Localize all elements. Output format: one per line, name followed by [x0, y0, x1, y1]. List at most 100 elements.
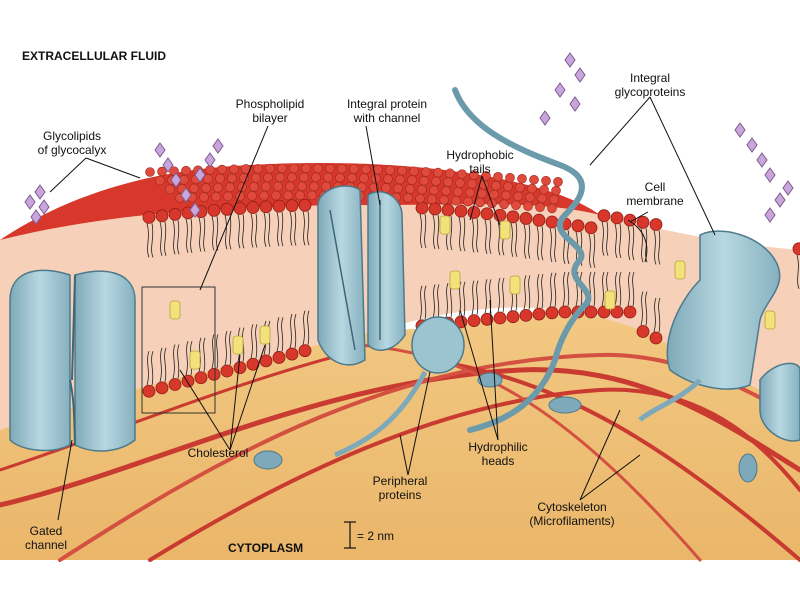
phospholipid-head	[493, 311, 507, 325]
leader-line	[399, 434, 409, 476]
surface-head	[465, 187, 475, 198]
cytoplasm-label: CYTOPLASM	[228, 541, 304, 555]
surface-head	[249, 182, 259, 192]
sugar-unit	[734, 122, 746, 138]
phospholipid-head	[285, 347, 299, 361]
phospholipid-head	[493, 208, 507, 222]
surface-head	[251, 172, 261, 183]
surface-head	[295, 190, 305, 201]
cholesterol-label: Cholesterol	[187, 446, 249, 460]
surface-head	[247, 191, 257, 201]
phospholipid-head	[285, 199, 299, 213]
lipid-tail	[458, 217, 466, 252]
surface-head	[199, 192, 209, 202]
surface-head	[511, 200, 521, 211]
filament	[428, 358, 800, 562]
sugar-unit	[212, 138, 224, 154]
surface-head	[499, 199, 509, 210]
surface-head	[541, 176, 551, 186]
phospholipid-head	[545, 215, 559, 229]
phospholipid-head	[506, 310, 520, 324]
leader-line	[629, 211, 649, 223]
surface-head	[323, 172, 333, 183]
phospholipid-head	[441, 203, 455, 217]
phospholipid-head	[649, 331, 663, 345]
sugar-unit	[539, 110, 551, 126]
filament	[0, 367, 800, 508]
cholesterol-molecule	[509, 275, 521, 295]
surface-head	[529, 174, 539, 185]
lipid-tail	[172, 220, 180, 255]
surface-head	[429, 185, 439, 196]
gated-channel-protein	[9, 269, 136, 452]
surface-head	[337, 163, 347, 174]
membrane-bracket	[627, 219, 648, 263]
surface-head	[157, 166, 167, 177]
lipid-tail	[588, 233, 596, 268]
phospholipid-head	[545, 306, 559, 320]
sugar-unit	[154, 142, 166, 158]
lipid-tail	[484, 219, 492, 254]
surface-head	[225, 182, 235, 193]
phospholipid-head	[532, 213, 546, 227]
phospholipid-head	[168, 207, 182, 221]
sugar-unit	[574, 67, 586, 83]
surface-head	[287, 172, 297, 183]
surface-head	[181, 165, 191, 176]
surface-head	[223, 191, 233, 202]
phospholipid-head	[584, 221, 598, 235]
extracellular-label: EXTRACELLULAR FLUID	[22, 49, 166, 63]
lipid-tail	[276, 212, 284, 247]
lipid-tail	[796, 254, 800, 289]
integral-channel-protein	[317, 185, 406, 366]
filament	[358, 343, 702, 562]
lipid-tail	[601, 221, 609, 256]
lipid-tail	[211, 334, 219, 369]
surface-head	[503, 181, 513, 192]
attachment-blob	[253, 450, 283, 470]
helical-glycoprotein	[452, 87, 592, 433]
phospholipid-head	[454, 204, 468, 218]
cytoskeleton-label: Cytoskeleton(Microfilaments)	[529, 500, 615, 528]
surface-head	[227, 173, 237, 184]
lipid-tail	[302, 310, 310, 345]
surface-head	[467, 179, 477, 189]
surface-head	[501, 190, 511, 201]
surface-head	[547, 203, 557, 214]
phospholipid-head	[636, 215, 650, 229]
phospholipid-head	[168, 378, 182, 391]
phospholipid-head	[272, 351, 286, 364]
surface-head	[549, 194, 559, 205]
lipid-tail	[510, 222, 518, 257]
lipid-tail	[198, 217, 206, 252]
surface-head	[263, 172, 273, 183]
attachment-blob	[738, 453, 758, 483]
surface-head	[229, 164, 239, 175]
phospholipid-head	[636, 325, 650, 338]
leader-line	[57, 439, 73, 521]
surface-head	[203, 174, 213, 184]
phospholipid-head	[142, 210, 156, 224]
cholesterol-molecule	[189, 350, 201, 370]
surface-head	[381, 183, 391, 193]
phospholipid-head	[467, 206, 481, 219]
phospholipid-head	[155, 381, 169, 395]
lipid-tail	[432, 284, 440, 319]
surface-head	[307, 190, 317, 201]
sugar-unit	[34, 184, 46, 200]
phospholipid-head	[259, 354, 273, 368]
phospholipid-head	[480, 312, 494, 326]
sugar-unit	[564, 52, 576, 68]
surface-head	[431, 176, 441, 187]
surface-head	[475, 197, 485, 208]
surface-head	[373, 164, 383, 175]
surface-head	[455, 178, 465, 188]
surface-head	[417, 184, 427, 195]
sugar-unit	[30, 209, 42, 225]
surface-head	[445, 168, 455, 179]
lipid-tail	[627, 271, 635, 307]
lipid-tail	[536, 226, 544, 261]
sugar-unit	[24, 194, 36, 210]
